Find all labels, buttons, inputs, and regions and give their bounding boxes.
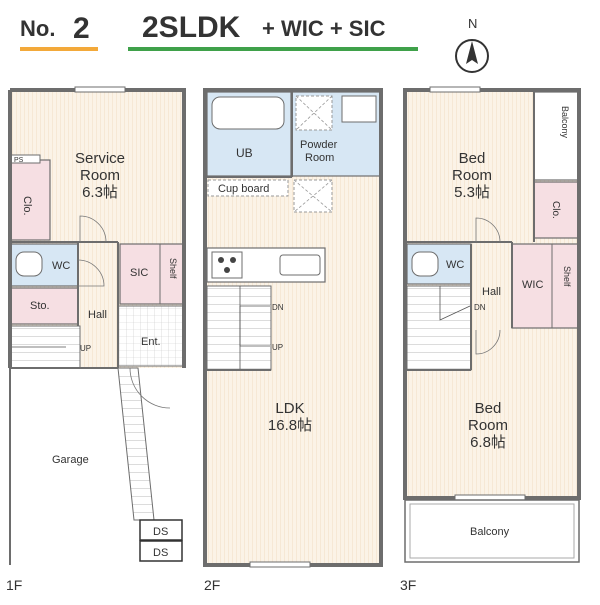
stairs-2f: [206, 285, 272, 371]
balcony-top: [533, 91, 580, 181]
storage-label: Sto.: [30, 300, 50, 312]
bed1-size: 5.3帖: [454, 184, 490, 201]
wc-3f-label: WC: [446, 259, 464, 271]
up-1f-label: UP: [80, 344, 91, 353]
balcony-bottom-label: Balcony: [470, 526, 510, 538]
garage-label: Garage: [52, 454, 89, 466]
ds-box-2: [139, 540, 183, 562]
wic-label: WIC: [522, 279, 543, 291]
north-compass-icon: N: [455, 16, 489, 73]
ds-label-1: DS: [153, 526, 168, 538]
bed1-label-2: Room: [452, 167, 492, 184]
service-room-size: 6.3帖: [82, 184, 118, 201]
hall-3f-label: Hall: [482, 286, 501, 298]
dn-2f-label: DN: [272, 303, 284, 312]
cupboard: [207, 179, 289, 197]
ldk-size: 16.8帖: [268, 417, 312, 434]
balcony-top-label: Balcony: [560, 106, 570, 139]
dn-3f-label: DN: [474, 303, 486, 312]
closet-3f-label: Clo.: [550, 201, 561, 219]
floor-1f-label: 1F: [6, 577, 22, 593]
sic: [119, 243, 185, 305]
service-room-label-2: Room: [80, 167, 120, 184]
plan-number-prefix: No.: [20, 16, 55, 41]
floor-3f: Balcony Clo. WC WIC Shelf Hall DN Bed Ro…: [400, 86, 581, 593]
walls-1f: [8, 88, 186, 368]
cupboard-label: Cup board: [218, 183, 269, 195]
layout-extras: + WIC + SIC: [262, 16, 386, 41]
bed2-label-2: Room: [468, 417, 508, 434]
shelf-1f-label: Shelf: [168, 258, 178, 279]
ldk-label: LDK: [275, 400, 304, 417]
entrance-steps: [117, 367, 155, 521]
wc-1f-label: WC: [52, 260, 70, 272]
floor-2f-label: 2F: [204, 577, 220, 593]
green-underline: [128, 47, 418, 51]
up-2f-label: UP: [272, 343, 283, 352]
service-room-label-1: Service: [75, 150, 125, 167]
wic: [511, 243, 580, 329]
closet-1f-label: Clo.: [21, 196, 33, 216]
bed2-label-1: Bed: [475, 400, 502, 417]
ds-label-2: DS: [153, 547, 168, 559]
shelf-3f-label: Shelf: [562, 266, 572, 287]
closet-3f: [533, 181, 580, 239]
floor-3f-label: 3F: [400, 577, 416, 593]
header: No. 2 2SLDK + WIC + SIC N: [20, 11, 489, 73]
powder-label-1: Powder: [300, 139, 338, 151]
bathtub-icon: [211, 96, 285, 130]
plan-number: 2: [73, 12, 90, 45]
bed1-label-1: Bed: [459, 150, 486, 167]
ps-label: PS: [14, 157, 24, 164]
bed2-size: 6.8帖: [470, 434, 506, 451]
toilet-3f-icon: [411, 251, 439, 277]
kitchen-sink-icon: [279, 254, 321, 276]
floor-2f: UB Powder Room Cup board DN UP: [203, 88, 383, 593]
hall-1f-label: Hall: [88, 309, 107, 321]
north-label: N: [468, 16, 477, 31]
balcony-bottom: [404, 499, 580, 563]
entrance-label: Ent.: [141, 336, 161, 348]
layout-title: 2SLDK: [142, 11, 241, 44]
toilet-icon: [15, 251, 43, 277]
floor-1f: PS Clo. WC Sto. SIC Shelf Hall UP Ent. D…: [6, 86, 186, 593]
ds-box-1: [139, 519, 183, 541]
ub-label: UB: [236, 146, 253, 160]
stove-icon: [211, 251, 243, 279]
powder-label-2: Room: [305, 152, 334, 164]
stairs-3f: [406, 285, 472, 371]
sic-label: SIC: [130, 267, 148, 279]
orange-underline: [20, 47, 98, 51]
sink-icon: [341, 95, 377, 123]
